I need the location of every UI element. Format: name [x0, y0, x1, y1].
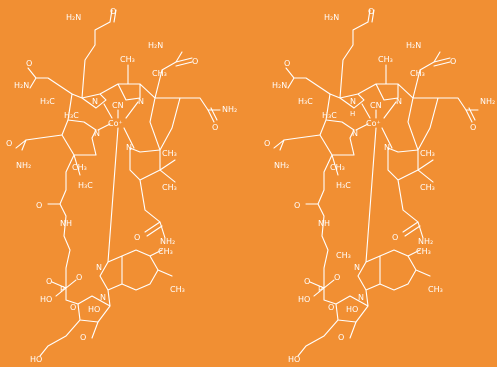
label-ho: HO [298, 295, 310, 304]
label-o: O [368, 7, 374, 16]
label-co: Co⁺ [366, 119, 381, 128]
label-o: O [470, 123, 476, 132]
label-o: O [134, 233, 140, 242]
label-ho: HO [346, 305, 358, 314]
atom-labels: H₂N O H₂N O CH₃ H₂N O CH₃ NH₂ O H₃C N N … [6, 7, 237, 364]
atom-labels: H₂N O H₂N O CH₃ H₂N O CH₃ NH₂ O H₃C N N … [264, 7, 495, 364]
label-ch3: CH₃ [162, 183, 177, 192]
label-p: P [318, 285, 323, 294]
label-ch3: CH₃ [416, 247, 431, 256]
label-ch3: CH₃ [170, 285, 185, 294]
label-h2n: H₂N [14, 81, 29, 90]
label-n: N [126, 143, 132, 152]
label-ch3: CH₃ [152, 69, 167, 78]
label-o: O [80, 333, 86, 342]
label-o: O [70, 303, 76, 312]
label-n: N [92, 97, 98, 106]
label-h3c: H₃C [78, 181, 93, 190]
label-h3c: H₃C [64, 111, 79, 120]
label-nh: NH [60, 219, 72, 228]
label-o: O [46, 277, 52, 286]
label-ch3: CH₃ [420, 183, 435, 192]
label-n: N [354, 263, 360, 272]
label-ho: HO [88, 305, 100, 314]
label-o: O [334, 273, 340, 282]
label-o: O [392, 233, 398, 242]
label-h: H [350, 110, 355, 118]
label-o: O [338, 333, 344, 342]
label-nh2: NH₂ [418, 237, 433, 246]
label-o: O [110, 7, 116, 16]
label-ho: HO [30, 355, 42, 364]
label-h3c: H₃C [40, 97, 55, 106]
label-o: O [192, 57, 198, 66]
label-nh2: NH₂ [160, 237, 175, 246]
label-o: O [294, 201, 300, 210]
label-n: N [94, 129, 100, 138]
label-h3c: H₃C [298, 97, 313, 106]
label-co: Co⁺ [108, 119, 123, 128]
label-h3c: H₃C [336, 181, 351, 190]
label-ch3: CH₃ [158, 247, 173, 256]
label-ho: HO [40, 295, 52, 304]
label-ch3: CH₃ [428, 285, 443, 294]
label-nh2: NH₂ [274, 161, 289, 170]
label-n: N [96, 263, 102, 272]
label-o: O [284, 59, 290, 68]
label-o: O [26, 59, 32, 68]
label-ho: HO [288, 355, 300, 364]
label-nh2: NH₂ [480, 97, 495, 106]
label-o: O [76, 273, 82, 282]
label-n: N [396, 97, 402, 106]
label-h3c: H₃C [322, 111, 337, 120]
cobalamin-structure-stereo: H₂N O H₂N O CH₃ H₂N O CH₃ NH₂ O H₃C N N … [264, 7, 495, 364]
label-ch3: CH₃ [410, 69, 425, 78]
label-o: O [212, 123, 218, 132]
cobalamin-structure-planar: H₂N O H₂N O CH₃ H₂N O CH₃ NH₂ O H₃C N N … [6, 7, 237, 364]
label-ch3: CH₃ [120, 55, 135, 64]
label-n: N [358, 293, 364, 302]
label-ch3: CH₃ [330, 163, 345, 172]
label-nh2: NH₂ [222, 105, 237, 114]
label-h2n: H₂N [148, 41, 163, 50]
label-ch3: CH₃ [162, 149, 177, 158]
bonds [273, 9, 479, 357]
label-nh2: NH₂ [16, 161, 31, 170]
label-ch3: CH₃ [420, 149, 435, 158]
label-h2n: H₂N [324, 13, 339, 22]
label-o: O [6, 139, 12, 148]
label-p: P [60, 285, 65, 294]
label-o: O [328, 303, 334, 312]
bonds [15, 9, 221, 357]
label-o: O [304, 277, 310, 286]
label-n: N [350, 97, 356, 106]
label-ch3: CH₃ [378, 55, 393, 64]
label-cn: CN [370, 101, 382, 110]
label-h2n: H₂N [66, 13, 81, 22]
label-n: N [100, 293, 106, 302]
label-n: N [384, 143, 390, 152]
label-o: O [36, 201, 42, 210]
label-ch3: CH₃ [72, 163, 87, 172]
label-cn: CN [112, 101, 124, 110]
label-ch3: CH₃ [336, 251, 351, 260]
label-o: O [450, 57, 456, 66]
label-h2n: H₂N [272, 81, 287, 90]
label-n: N [352, 129, 358, 138]
label-n: N [138, 97, 144, 106]
label-nh: NH [318, 219, 330, 228]
label-h2n: H₂N [406, 41, 421, 50]
label-o: O [264, 139, 270, 148]
